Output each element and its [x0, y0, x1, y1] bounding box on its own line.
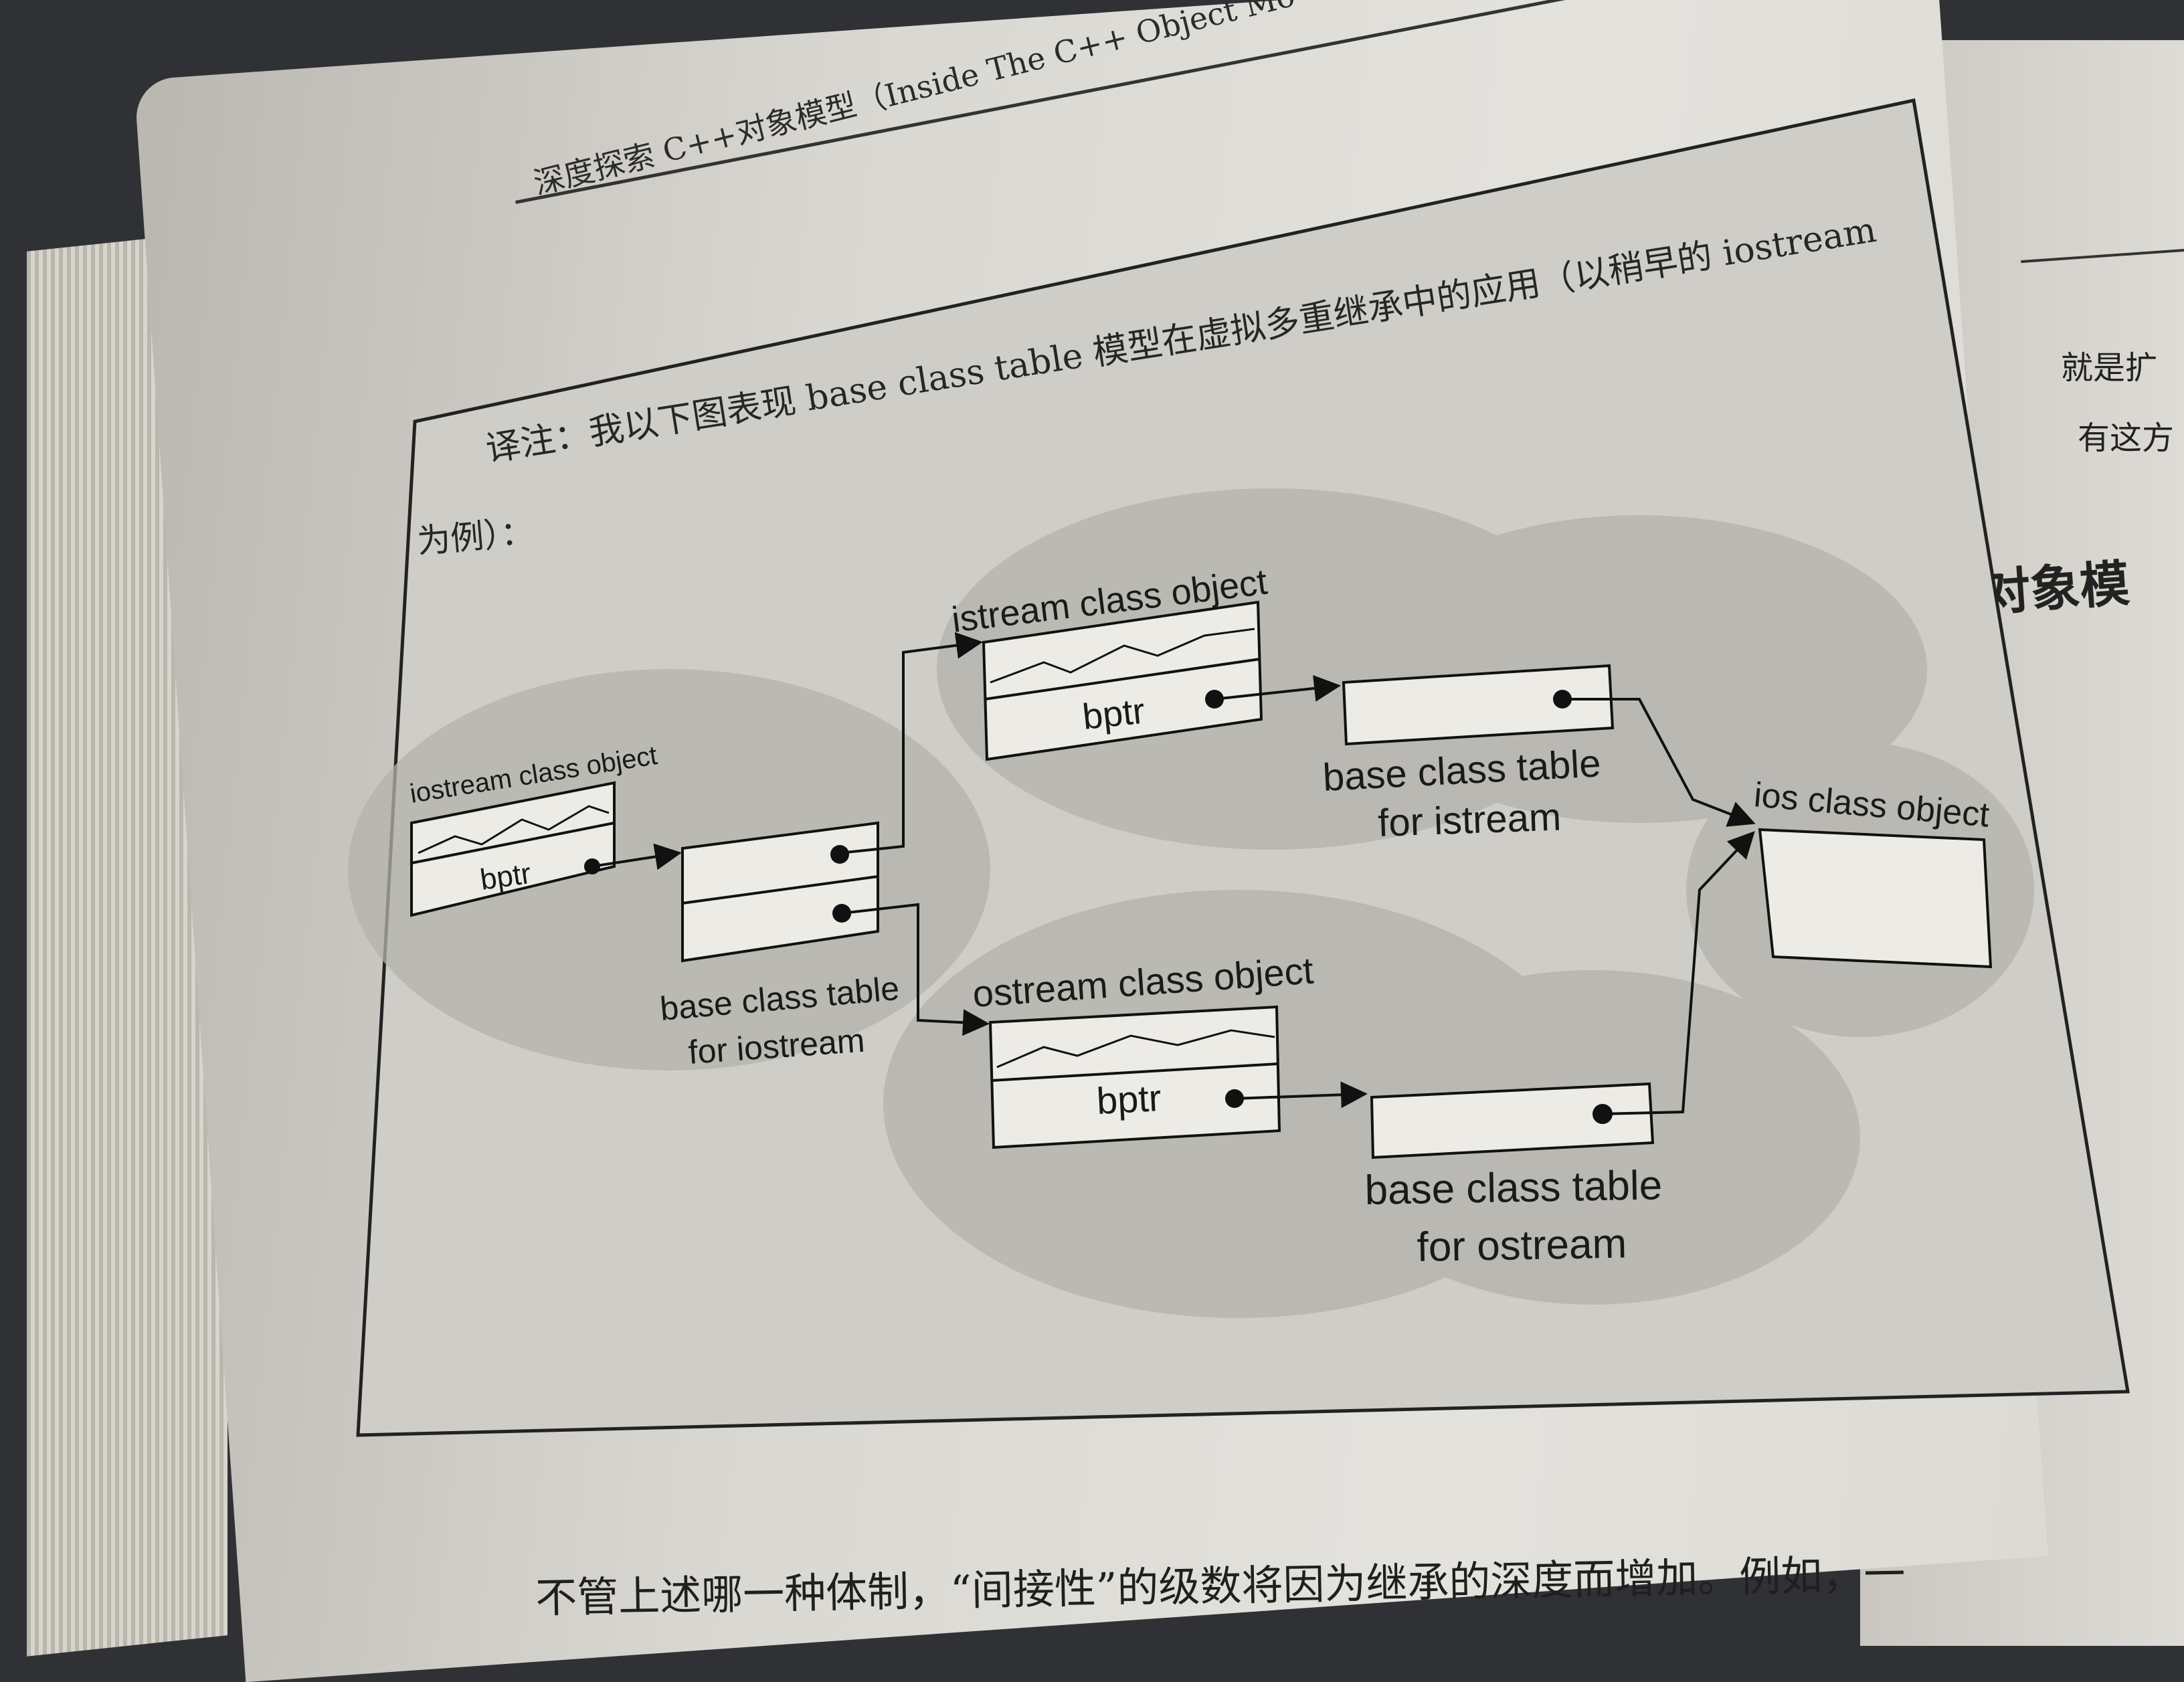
iostream-table-box — [681, 821, 879, 963]
label-istream-bptr: bptr — [1081, 691, 1147, 737]
arrow-iostream-bptr — [592, 843, 682, 870]
label-ostream-table-1: base class table — [1364, 1162, 1663, 1214]
arrow-istream-bptr — [1214, 674, 1341, 702]
side-text-1: 就是扩 — [2061, 349, 2158, 387]
table-dot-ostream — [1592, 1104, 1613, 1124]
figure: iostream class object bptr base class ta… — [348, 98, 2130, 1437]
bptr-dot-istream — [1205, 690, 1224, 709]
arrow-to-ostream — [841, 903, 990, 1036]
arrow-ostream-to-ios — [1602, 831, 1755, 1115]
table-dot-2 — [832, 904, 851, 923]
label-istream-table-2: for istream — [1377, 795, 1562, 845]
table-dot-istream — [1553, 690, 1572, 709]
bptr-dot-iostream — [584, 858, 600, 874]
cloud-shading — [348, 488, 2034, 1318]
label-ostream-table-2: for ostream — [1417, 1221, 1627, 1271]
ios-object-box — [1758, 828, 1993, 969]
arrow-istream-to-ios — [1562, 698, 1756, 827]
label-ostream-bptr: bptr — [1095, 1077, 1162, 1122]
arrow-to-istream — [839, 632, 983, 854]
istream-object-box — [982, 600, 1263, 761]
caption-line-2: 为例）： — [415, 512, 536, 561]
arrow-ostream-bptr — [1234, 1081, 1368, 1109]
ostream-object-box — [988, 1005, 1281, 1149]
istream-table-box — [1342, 664, 1615, 746]
table-dot-1 — [830, 845, 849, 864]
bptr-dot-ostream — [1225, 1089, 1244, 1108]
label-iostream-bptr: bptr — [478, 857, 533, 897]
iostream-object-box — [410, 781, 616, 917]
ostream-table-box — [1370, 1082, 1655, 1159]
diagram — [410, 600, 1993, 1159]
side-text-2: 有这方 — [2078, 419, 2175, 457]
